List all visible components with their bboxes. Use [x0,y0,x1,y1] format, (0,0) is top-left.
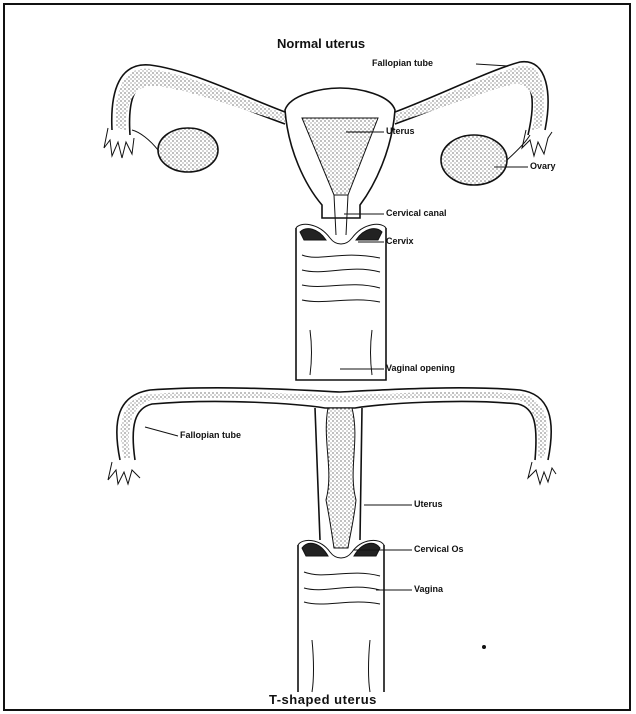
tshaped-vagina [298,545,384,692]
normal-uterus-drawing [104,62,552,380]
label-cervical-canal: Cervical canal [386,208,447,218]
normal-left-ovary [158,128,218,172]
label-fallopian-tube-normal: Fallopian tube [372,58,433,68]
label-ovary: Ovary [530,161,556,171]
label-vaginal-opening: Vaginal opening [386,363,455,373]
tshaped-leader-lines [145,427,412,590]
label-uterus-tshaped: Uterus [414,499,443,509]
label-vagina: Vagina [414,584,443,594]
stray-dot [482,645,486,649]
normal-uterus-title: Normal uterus [277,36,365,51]
label-uterus-normal: Uterus [386,126,415,136]
label-fallopian-tube-tshaped: Fallopian tube [180,430,241,440]
label-cervix: Cervix [386,236,414,246]
tshaped-uterus-drawing [108,388,556,692]
label-cervical-os: Cervical Os [414,544,464,554]
normal-vagina [296,228,386,380]
tshaped-uterus-title: T-shaped uterus [269,692,377,707]
normal-right-ovary [441,135,507,185]
